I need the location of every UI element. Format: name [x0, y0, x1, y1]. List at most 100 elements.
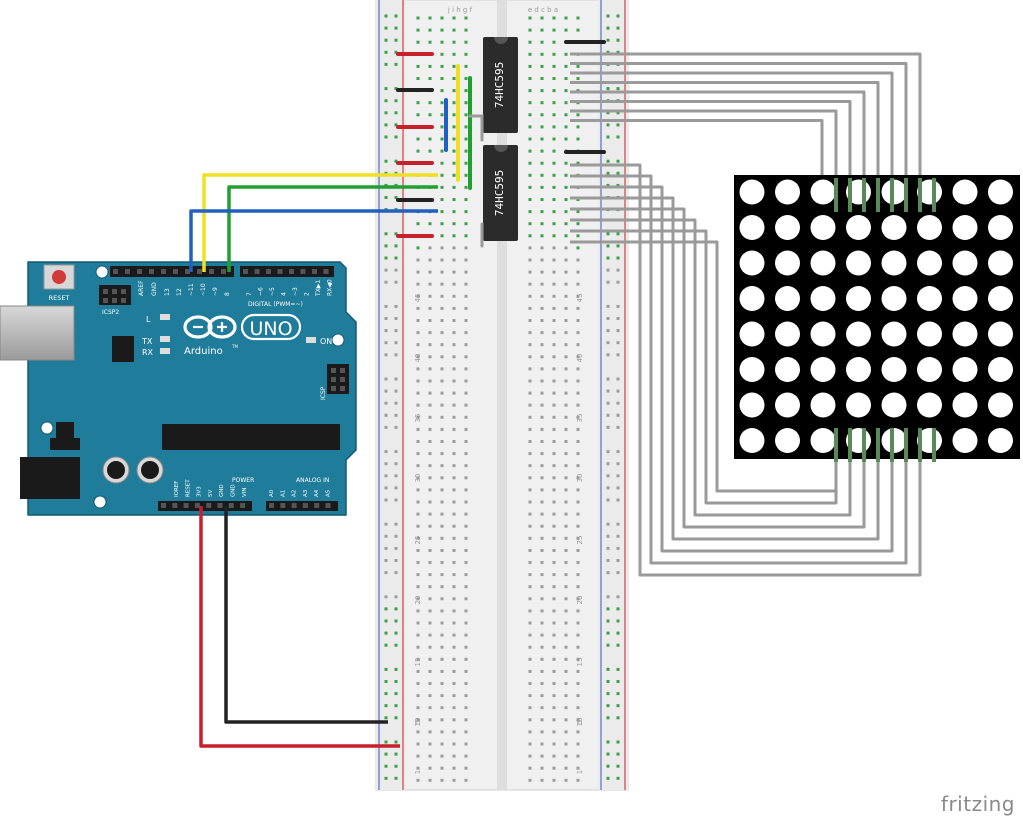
column-letters-right: e d c b a — [528, 6, 558, 14]
header-pin — [217, 503, 223, 508]
rail-hole — [394, 619, 398, 623]
rail-hole — [394, 256, 398, 260]
breadboard-hole — [540, 754, 544, 758]
led-rx-label: RX — [142, 348, 154, 357]
matrix-led — [952, 428, 978, 453]
breadboard-hole — [428, 730, 432, 734]
mounting-hole — [331, 333, 345, 347]
breadboard-hole — [552, 633, 556, 637]
breadboard-hole — [540, 222, 544, 226]
matrix-led — [988, 357, 1013, 382]
row-number: 10 — [414, 718, 422, 727]
rail-hole — [616, 171, 620, 175]
breadboard-hole — [440, 282, 444, 286]
header-pin — [185, 269, 190, 274]
matrix-led — [952, 321, 978, 347]
header-pin — [161, 503, 166, 508]
breadboard-hole — [576, 633, 580, 637]
breadboard-hole — [452, 282, 456, 286]
rail-hole — [394, 244, 398, 248]
breadboard-hole — [540, 234, 544, 238]
breadboard-hole — [540, 258, 544, 262]
breadboard-hole — [564, 282, 568, 286]
breadboard-hole — [464, 633, 468, 637]
rail-hole — [616, 377, 620, 381]
breadboard-hole — [528, 718, 532, 722]
matrix-led — [739, 321, 765, 347]
breadboard-hole — [552, 64, 556, 68]
breadboard-hole — [528, 754, 532, 758]
breadboard-hole — [452, 294, 456, 298]
rail-hole — [394, 534, 398, 538]
breadboard-hole — [464, 185, 468, 189]
breadboard-hole — [552, 403, 556, 407]
breadboard-hole — [416, 367, 420, 371]
header-pin — [340, 386, 345, 391]
rail-hole — [384, 631, 388, 635]
icsp2-header — [99, 285, 131, 305]
matrix-wire — [570, 185, 894, 553]
breadboard-hole — [440, 609, 444, 613]
breadboard-hole — [552, 319, 556, 322]
breadboard-hole — [452, 706, 456, 710]
brand-label: Arduino — [184, 346, 223, 357]
dc-jack — [20, 457, 80, 499]
rail-hole — [394, 522, 398, 526]
breadboard-hole — [428, 476, 432, 480]
breadboard-hole — [552, 524, 556, 528]
matrix-led — [810, 392, 836, 418]
matrix-pin — [876, 178, 880, 212]
breadboard-hole — [576, 561, 580, 564]
analog-pin-label: A3 — [303, 489, 309, 497]
breadboard-hole — [452, 669, 456, 673]
rail-hole — [606, 232, 610, 236]
matrix-led — [739, 215, 765, 240]
breadboard-hole — [576, 403, 580, 407]
breadboard-hole — [428, 64, 432, 68]
matrix-led — [739, 250, 765, 276]
breadboard-hole — [540, 500, 544, 504]
breadboard-hole — [540, 766, 544, 770]
breadboard-hole — [452, 778, 456, 782]
breadboard-hole — [528, 306, 532, 310]
breadboard-hole — [464, 621, 468, 625]
breadboard-hole — [540, 52, 544, 56]
rail-hole — [616, 183, 620, 187]
rail-hole — [606, 304, 610, 308]
breadboard-hole — [452, 536, 456, 540]
breadboard-hole — [428, 40, 432, 44]
matrix-led — [775, 179, 800, 205]
rail-hole — [606, 764, 610, 768]
breadboard-hole — [564, 210, 568, 214]
breadboard-hole — [540, 355, 544, 359]
breadboard-hole — [452, 512, 456, 516]
breadboard-hole — [416, 488, 420, 492]
breadboard-hole — [540, 282, 544, 286]
row-number: 25 — [414, 536, 422, 545]
rail-hole — [616, 462, 620, 466]
breadboard-hole — [440, 452, 444, 456]
breadboard-hole — [540, 89, 544, 93]
breadboard-hole — [428, 137, 432, 141]
breadboard-hole — [576, 306, 580, 310]
rail-hole — [384, 425, 388, 429]
rail-hole — [606, 26, 610, 30]
row-number: 20 — [576, 596, 584, 605]
breadboard-hole — [452, 391, 456, 395]
breadboard-hole — [528, 415, 532, 419]
matrix-led — [988, 250, 1013, 276]
rail-hole — [384, 135, 388, 139]
breadboard-hole — [564, 682, 568, 685]
breadboard-hole — [540, 64, 544, 68]
rail-hole — [606, 546, 610, 550]
breadboard-hole — [528, 125, 532, 129]
breadboard-hole — [440, 367, 444, 371]
breadboard-hole — [440, 294, 444, 298]
rail-hole — [384, 38, 388, 42]
rail-hole — [394, 123, 398, 127]
breadboard-hole — [564, 125, 568, 129]
rail-hole — [606, 280, 610, 284]
breadboard-hole — [540, 645, 544, 649]
rail-hole — [384, 87, 388, 91]
rail-hole — [394, 304, 398, 308]
